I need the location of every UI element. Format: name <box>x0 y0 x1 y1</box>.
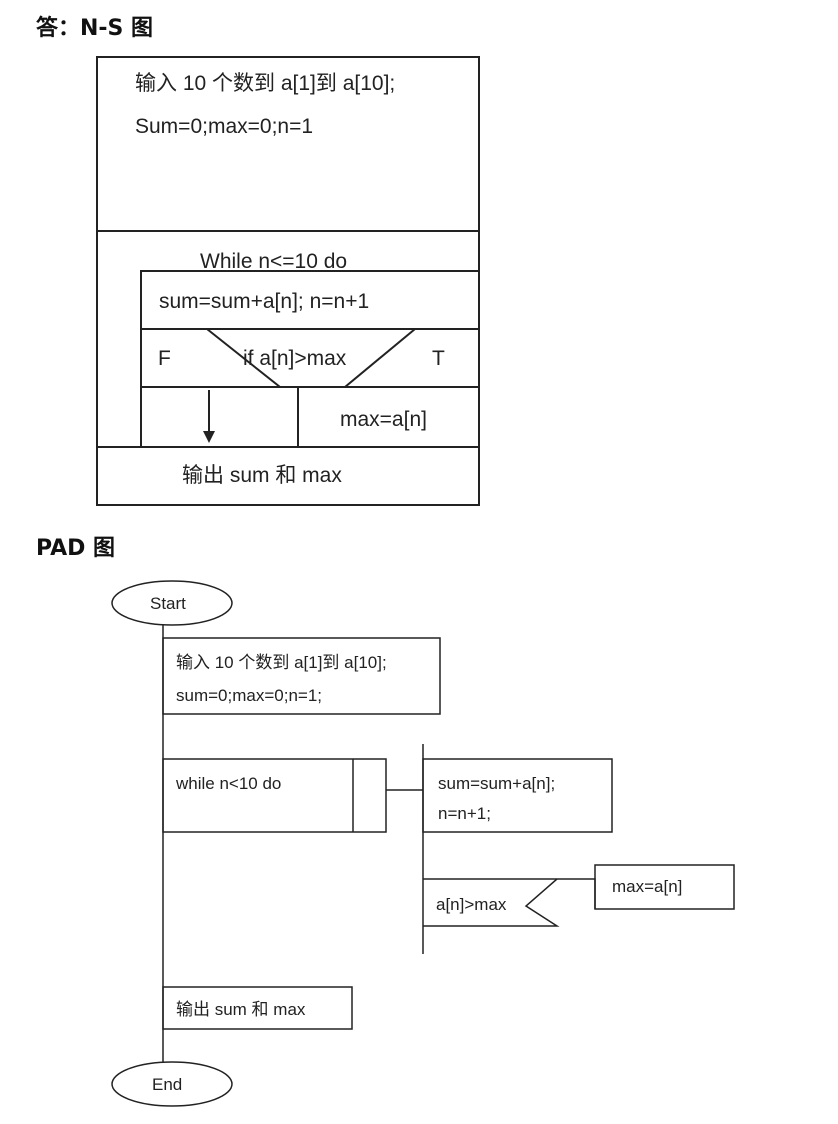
pad-input-line1: 输入 10 个数到 a[1]到 a[10]; <box>176 653 387 672</box>
ns-cond-true: T <box>432 347 445 370</box>
ns-cond-right-diagonal <box>344 328 416 388</box>
pad-loop-box <box>162 758 387 833</box>
pad-body-box <box>422 758 613 833</box>
ns-diagram <box>96 56 480 506</box>
ns-output-text: 输出 sum 和 max <box>182 464 342 487</box>
pad-start-label: Start <box>150 594 186 613</box>
pad-input-line2: sum=0;max=0;n=1; <box>176 686 322 705</box>
pad-input-box <box>162 637 441 715</box>
pad-end-label: End <box>152 1075 182 1094</box>
ns-loop-label: While n<=10 do <box>200 250 347 273</box>
pad-body-line2: n=n+1; <box>438 804 491 823</box>
pad-heading: PAD 图 <box>36 536 116 561</box>
pad-true-box <box>594 864 735 910</box>
pad-end-oval <box>111 1061 233 1107</box>
pad-true-stmt: max=a[n] <box>612 877 682 896</box>
ns-cond-false: F <box>158 347 171 370</box>
ns-false-arrow-head <box>203 431 215 443</box>
pad-body-line1: sum=sum+a[n]; <box>438 774 555 793</box>
ns-cond-text: if a[n]>max <box>243 347 347 370</box>
pad-cond-outline <box>423 878 560 927</box>
ns-body-text: sum=sum+a[n]; n=n+1 <box>159 290 369 313</box>
pad-loop-label: while n<10 do <box>175 774 281 793</box>
pad-output-box <box>162 986 353 1030</box>
pad-cond-label: a[n]>max <box>436 895 507 914</box>
ns-heading: 答：N-S 图 <box>36 16 154 41</box>
ns-input-text: 输入 10 个数到 a[1]到 a[10]; <box>135 72 395 95</box>
pad-diagram <box>111 580 735 1107</box>
ns-true-stmt: max=a[n] <box>340 408 427 431</box>
ns-init-text: Sum=0;max=0;n=1 <box>135 115 313 138</box>
pad-output-text: 输出 sum 和 max <box>176 1000 306 1019</box>
pad-start-oval <box>111 580 233 626</box>
ns-cond-left-diagonal <box>206 328 281 388</box>
